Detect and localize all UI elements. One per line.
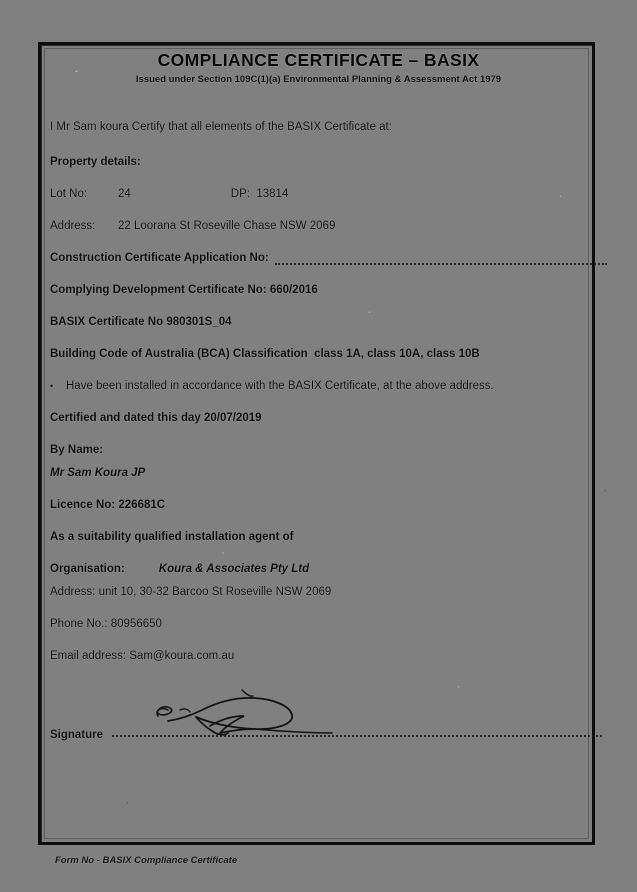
- form-footer: Form No - BASIX Compliance Certificate: [55, 855, 238, 866]
- complying-certificate-label: Complying Development Certificate No:: [50, 284, 267, 296]
- signature-block: Signature: [50, 689, 607, 741]
- lot-value: 24: [118, 188, 131, 200]
- bullet-icon: •: [50, 381, 54, 391]
- basix-certificate-row: BASIX Certificate No 980301S_04: [50, 315, 607, 329]
- installation-bullet-row: • Have been installed in accordance with…: [50, 379, 607, 393]
- complying-certificate-row: Complying Development Certificate No: 66…: [50, 283, 607, 297]
- organisation-address-row: Address: unit 10, 30-32 Barcoo St Rosevi…: [50, 586, 332, 598]
- dp-value: 13814: [256, 188, 289, 200]
- organisation-label: Organisation:: [50, 563, 125, 575]
- basix-certificate-value: 980301S_04: [166, 316, 232, 328]
- document-page-inner-border: [44, 48, 589, 839]
- signature-mark: [150, 686, 370, 747]
- address-label: Address:: [50, 220, 96, 232]
- construction-certificate-label: Construction Certificate Application No:: [50, 252, 269, 264]
- licence-label: Licence No:: [50, 499, 116, 511]
- document-page-frame: [38, 42, 595, 845]
- organisation-phone-row: Phone No.: 80956650: [50, 618, 162, 630]
- bca-classification-value: class 1A, class 10A, class 10B: [314, 348, 480, 360]
- by-name-value: Mr Sam Koura JP: [50, 467, 146, 479]
- page-title: COMPLIANCE CERTIFICATE – BASIX: [157, 50, 480, 70]
- basix-certificate-label: BASIX Certificate No: [50, 316, 164, 328]
- complying-certificate-value: 660/2016: [269, 284, 318, 296]
- dp-label: DP:: [230, 188, 250, 200]
- address-value: 22 Loorana St Roseville Chase NSW 2069: [118, 220, 336, 232]
- address-row: Address: 22 Loorana St Roseville Chase NS…: [50, 219, 607, 233]
- organisation-email-row: Email address: Sam@koura.com.au: [50, 650, 235, 662]
- construction-certificate-row: Construction Certificate Application No:: [50, 251, 607, 265]
- bca-classification-row: Building Code of Australia (BCA) Classif…: [50, 347, 607, 361]
- organisation-row: Organisation: Koura & Associates Pty Ltd: [50, 562, 607, 576]
- document-header: COMPLIANCE CERTIFICATE – BASIX Issued un…: [0, 50, 637, 85]
- lot-label: Lot No:: [50, 188, 88, 200]
- lot-row: Lot No: 24 DP: 13814: [50, 187, 607, 201]
- signature-label: Signature: [50, 729, 104, 741]
- signature-rule-line: [112, 735, 602, 737]
- installation-bullet-text: Have been installed in accordance with t…: [66, 380, 494, 392]
- property-details-heading: Property details:: [50, 156, 141, 168]
- by-name-label: By Name:: [50, 444, 104, 456]
- licence-value: 226681C: [118, 499, 166, 511]
- page-subtitle: Issued under Section 109C(1)(a) Environm…: [135, 74, 502, 85]
- bca-classification-label: Building Code of Australia (BCA) Classif…: [50, 348, 308, 360]
- licence-row: Licence No: 226681C: [50, 498, 607, 512]
- document-body: I Mr Sam koura Certify that all elements…: [50, 120, 607, 741]
- agent-qualification-text: As a suitability qualified installation …: [50, 531, 294, 543]
- construction-certificate-fill-line: [274, 256, 607, 265]
- certified-date-row: Certified and dated this day 20/07/2019: [50, 412, 262, 424]
- organisation-value: Koura & Associates Pty Ltd: [158, 563, 310, 575]
- certify-statement: I Mr Sam koura Certify that all elements…: [50, 121, 392, 133]
